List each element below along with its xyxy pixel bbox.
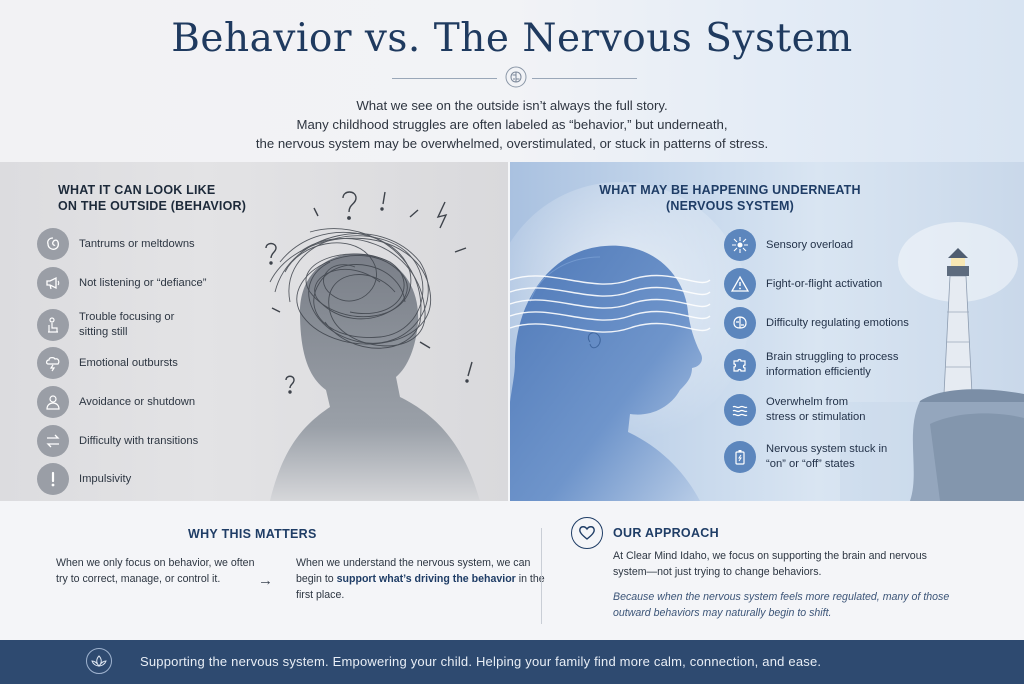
label-line: Overwhelm from (766, 396, 849, 408)
heart-icon (571, 517, 603, 549)
behavior-item-impulsivity: Impulsivity (37, 463, 131, 495)
heading-line: (NERVOUS SYSTEM) (666, 199, 794, 213)
lighthouse-icon (898, 222, 1024, 501)
nervous-item-overwhelm: Overwhelm from stress or stimulation (724, 394, 865, 426)
item-label: Nervous system stuck in “on” or “off” st… (766, 442, 887, 472)
item-label: Brain struggling to process information … (766, 350, 898, 380)
nervous-item-sensory: Sensory overload (724, 229, 853, 261)
item-label: Impulsivity (79, 472, 131, 487)
warning-triangle-icon (724, 268, 756, 300)
brain-icon (505, 66, 527, 88)
nervous-item-processing: Brain struggling to process information … (724, 349, 898, 381)
exclamation-icon (37, 463, 69, 495)
behavior-panel (0, 162, 508, 501)
sun-burst-icon (724, 229, 756, 261)
label-line: Difficulty with transitions (79, 434, 199, 447)
label-line: Not listening or “defiance” (79, 276, 207, 289)
label-line: Avoidance or shutdown (79, 395, 196, 408)
nervous-item-fight-flight: Fight-or-flight activation (724, 268, 882, 300)
behavior-item-tantrums: Tantrums or meltdowns (37, 228, 195, 260)
right-arrow-icon: → (258, 572, 273, 589)
section-divider (541, 528, 542, 624)
item-label: Emotional outbursts (79, 356, 178, 371)
approach-title: OUR APPROACH (613, 526, 719, 540)
person-icon (37, 386, 69, 418)
nervous-item-stuck: Nervous system stuck in “on” or “off” st… (724, 441, 887, 473)
approach-text: At Clear Mind Idaho, we focus on support… (613, 550, 927, 578)
footer-tagline: Supporting the nervous system. Empowerin… (140, 654, 822, 669)
item-label: Overwhelm from stress or stimulation (766, 395, 865, 425)
why-text-highlight: support what’s driving the behavior (336, 573, 516, 585)
nervous-system-panel (510, 162, 1024, 501)
item-label: Difficulty regulating emotions (766, 316, 909, 331)
why-title: WHY THIS MATTERS (188, 527, 317, 541)
label-line: “on” or “off” states (766, 458, 855, 470)
calm-child-silhouette (510, 182, 1024, 501)
label-line: stress or stimulation (766, 411, 866, 423)
heading-line: WHAT IT CAN LOOK LIKE (58, 183, 216, 197)
why-text-end: in the first place. (296, 573, 545, 601)
item-label: Tantrums or meltdowns (79, 237, 195, 252)
waves-icon (724, 394, 756, 426)
heading-line: ON THE OUTSIDE (BEHAVIOR) (58, 199, 247, 213)
behavior-heading: WHAT IT CAN LOOK LIKE ON THE OUTSIDE (BE… (58, 182, 278, 214)
bottom-section (0, 501, 1024, 640)
approach-italic-text: Because when the nervous system feels mo… (613, 591, 950, 619)
label-line: Trouble focusing or (79, 311, 175, 323)
puzzle-icon (724, 349, 756, 381)
page-title: Behavior vs. The Nervous System (171, 16, 853, 61)
label-line: sitting still (79, 326, 128, 338)
header: Behavior vs. The Nervous System What we … (0, 0, 1024, 162)
transition-arrows-icon (37, 425, 69, 457)
behavior-item-focusing: Trouble focusing or sitting still (37, 309, 174, 341)
label-line: Brain struggling to process (766, 351, 899, 363)
item-label: Trouble focusing or sitting still (79, 310, 174, 340)
why-text-start: When we understand the nervous system, w… (296, 557, 531, 585)
item-label: Avoidance or shutdown (79, 395, 195, 410)
behavior-item-transitions: Difficulty with transitions (37, 425, 198, 457)
item-label: Not listening or “defiance” (79, 276, 206, 291)
item-label: Fight-or-flight activation (766, 277, 882, 292)
storm-cloud-icon (37, 347, 69, 379)
intro-line: What we see on the outside isn’t always … (356, 98, 668, 113)
intro-line: Many childhood struggles are often label… (296, 117, 728, 132)
label-line: Nervous system stuck in (766, 443, 888, 455)
title-rule-right (532, 78, 637, 79)
intro-text: What we see on the outside isn’t always … (200, 96, 824, 153)
person-sitting-icon (37, 309, 69, 341)
label-line: Tantrums or meltdowns (79, 237, 195, 250)
tangled-child-silhouette (265, 191, 480, 501)
brain-icon (724, 307, 756, 339)
title-rule-left (392, 78, 497, 79)
intro-line: the nervous system may be overwhelmed, o… (255, 136, 769, 151)
lotus-icon (86, 648, 112, 674)
nervous-system-heading: WHAT MAY BE HAPPENING UNDERNEATH (NERVOU… (580, 182, 880, 214)
label-line: information efficiently (766, 366, 871, 378)
item-label: Difficulty with transitions (79, 434, 198, 449)
why-text-nervous: When we understand the nervous system, w… (296, 555, 546, 603)
item-label: Sensory overload (766, 238, 853, 253)
behavior-item-avoidance: Avoidance or shutdown (37, 386, 195, 418)
nervous-item-regulating: Difficulty regulating emotions (724, 307, 909, 339)
brain-swirl-icon (37, 228, 69, 260)
panel-divider (508, 162, 510, 501)
why-text-behavior: When we only focus on behavior, we often… (56, 557, 255, 585)
label-line: Sensory overload (766, 238, 854, 251)
behavior-item-outbursts: Emotional outbursts (37, 347, 178, 379)
battery-icon (724, 441, 756, 473)
label-line: Difficulty regulating emotions (766, 316, 909, 329)
behavior-item-defiance: Not listening or “defiance” (37, 267, 206, 299)
megaphone-icon (37, 267, 69, 299)
label-line: Emotional outbursts (79, 356, 178, 369)
footer (0, 640, 1024, 684)
heading-line: WHAT MAY BE HAPPENING UNDERNEATH (599, 183, 861, 197)
label-line: Impulsivity (79, 472, 132, 485)
label-line: Fight-or-flight activation (766, 277, 883, 290)
